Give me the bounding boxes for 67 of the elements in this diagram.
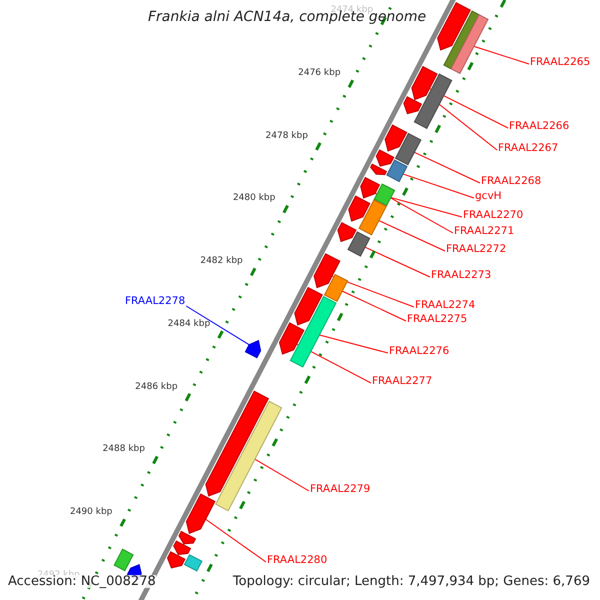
leader-line <box>186 306 250 346</box>
gene-label: FRAAL2278 <box>125 296 186 306</box>
leader-line <box>318 334 388 354</box>
gene-label: FRAAL2268 <box>481 176 542 186</box>
gene-bar <box>374 183 396 206</box>
scale-label: 2486 kbp <box>135 382 178 392</box>
gene-label: FRAAL2279 <box>310 484 370 494</box>
gene-label: FRAAL2271 <box>454 226 514 236</box>
leader-line <box>378 220 446 252</box>
gene-block <box>178 530 196 544</box>
gene-block <box>348 195 370 222</box>
gene-block <box>166 551 186 568</box>
gene-block <box>314 253 340 288</box>
scale-label: 2484 kbp <box>168 320 210 329</box>
gene-label: FRAAL2270 <box>463 210 524 220</box>
leader-line <box>374 192 462 218</box>
gene-bar <box>394 132 422 166</box>
gene-label: FRAAL2266 <box>509 121 570 132</box>
genome-info-text: Topology: circular; Length: 7,497,934 bp; Genes: 6,769 <box>232 575 590 588</box>
leader-line <box>473 46 530 64</box>
leader-line <box>254 458 310 492</box>
gene-label: gcvH <box>475 191 502 202</box>
gene-block <box>337 222 357 242</box>
gene-block <box>244 340 262 358</box>
gene-block <box>411 66 438 100</box>
gene-bar <box>324 274 348 302</box>
leader-line <box>390 198 454 234</box>
gene-block <box>186 493 216 534</box>
leader-line <box>205 518 266 562</box>
gene-label: FRAAL2265 <box>530 57 590 68</box>
gene-block <box>384 124 408 152</box>
gene-bar <box>114 548 134 572</box>
gene-block <box>437 2 471 51</box>
gene-label: FRAAL2277 <box>372 376 432 386</box>
gene-bar <box>347 231 370 257</box>
gene-block <box>173 540 192 556</box>
gene-label: FRAAL2273 <box>431 270 492 280</box>
scale-label: 2482 kbp <box>200 257 243 266</box>
scale-label: 2490 kbp <box>70 508 112 517</box>
gene-bar <box>184 554 203 572</box>
leader-line <box>414 152 480 184</box>
gene-bar <box>215 400 282 512</box>
gene-bar <box>358 199 387 236</box>
scale-label: 2488 kbp <box>102 445 145 454</box>
gene-label: FRAAL2272 <box>446 244 506 254</box>
gene-block <box>370 164 388 176</box>
gene-bar <box>414 73 452 130</box>
gene-label: FRAAL2280 <box>267 555 328 566</box>
leader-line <box>402 174 474 198</box>
scale-label: 2476 kbp <box>298 68 341 78</box>
scale-label: 2480 kbp <box>232 194 276 204</box>
leader-line <box>438 104 498 150</box>
gene-block <box>278 322 305 355</box>
scale-label: 2478 kbp <box>266 132 308 141</box>
gene-label: FRAAL2274 <box>415 300 476 310</box>
leader-line <box>364 246 430 278</box>
gene-bar <box>450 14 489 74</box>
gene-block <box>205 390 270 497</box>
gene-bar <box>386 159 408 182</box>
gene-block <box>294 286 323 326</box>
leader-line <box>342 290 406 322</box>
gene-block <box>403 96 422 114</box>
gene-bar <box>290 296 337 368</box>
gene-label: FRAAL2267 <box>498 143 558 154</box>
gene-label: FRAAL2275 <box>407 314 468 324</box>
gene-block <box>376 149 394 167</box>
gene-label: FRAAL2276 <box>389 346 450 356</box>
